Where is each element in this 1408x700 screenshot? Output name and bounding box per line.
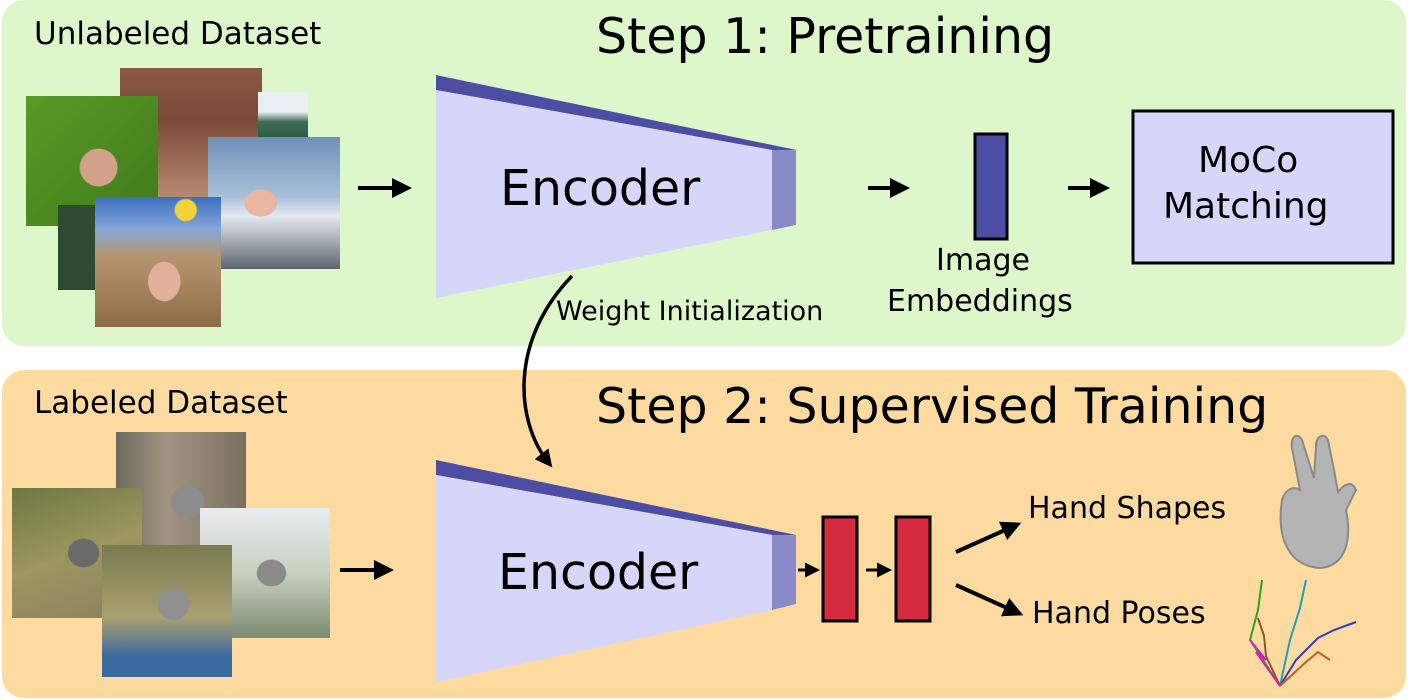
weight-init-arrow bbox=[522, 274, 574, 468]
embeddings-label-line2: Embeddings bbox=[887, 284, 1073, 319]
embeddings-label-line1: Image bbox=[936, 243, 1030, 278]
hand-pose-skeleton bbox=[1248, 579, 1357, 687]
labeled-image-room bbox=[102, 545, 232, 677]
labeled-dataset-label: Labeled Dataset bbox=[34, 385, 288, 421]
encoder1-label: Encoder bbox=[500, 160, 701, 217]
unlabeled-dataset-label: Unlabeled Dataset bbox=[34, 16, 322, 52]
hand-shape-mesh bbox=[1279, 434, 1358, 570]
weight-init-label: Weight Initialization bbox=[556, 296, 824, 327]
arrow-to-hand-poses bbox=[955, 583, 1024, 617]
arrow-to-hand-shapes bbox=[955, 521, 1022, 554]
head-block-2 bbox=[894, 515, 932, 623]
encoder-step2 bbox=[436, 460, 796, 682]
encoder-step1 bbox=[436, 75, 796, 298]
step2-title: Step 2: Supervised Training bbox=[596, 378, 1269, 435]
moco-matching-box bbox=[1131, 109, 1395, 265]
hand-shapes-label: Hand Shapes bbox=[1028, 491, 1227, 526]
hand-poses-label: Hand Poses bbox=[1032, 596, 1206, 631]
encoder2-label: Encoder bbox=[498, 544, 699, 601]
moco-label-line2: Matching bbox=[1163, 186, 1329, 227]
image-embedding-bar bbox=[973, 132, 1009, 241]
step1-title: Step 1: Pretraining bbox=[596, 8, 1055, 65]
unlabeled-image-rocks-front bbox=[95, 197, 221, 327]
unlabeled-image-rocks bbox=[58, 205, 98, 290]
unlabeled-image-trees bbox=[258, 92, 308, 142]
unlabeled-image-mountain bbox=[208, 137, 340, 269]
moco-label-line1: MoCo bbox=[1198, 140, 1299, 181]
head-block-1 bbox=[821, 515, 859, 623]
